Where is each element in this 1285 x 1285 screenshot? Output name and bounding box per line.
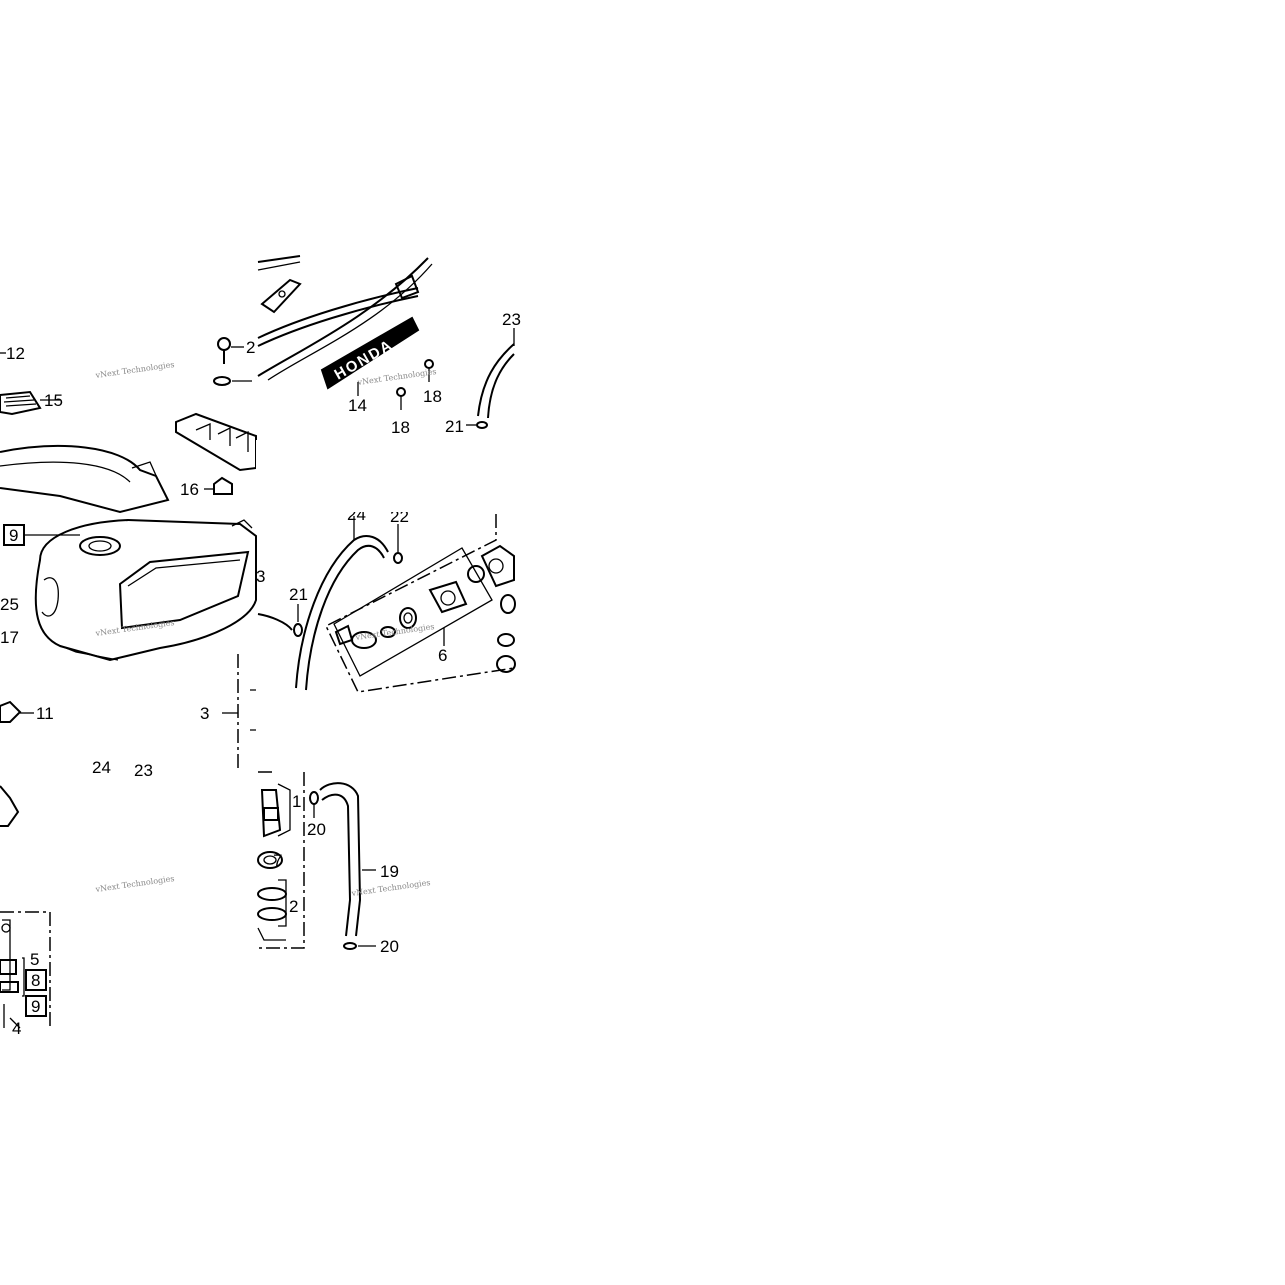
drain-hose-part (319, 782, 376, 937)
callout-2b: 2 (289, 897, 298, 916)
callout-9a: 9 (9, 526, 18, 545)
callout-14: 14 (348, 396, 367, 415)
breather-tube-part (477, 328, 515, 419)
tank-seam-strip-part (257, 257, 433, 381)
callout-3: 3 (200, 704, 209, 723)
callout-17: 17 (0, 628, 19, 647)
watermark-text: vNext Technologies (356, 367, 437, 387)
callout-box-9b (25, 995, 47, 1017)
callout-25: 25 (0, 595, 19, 614)
callout-8: 8 (31, 971, 40, 990)
callout-labels: 12 15 2 16 9 25 17 11 3 24 23 5 8 9 4 14… (0, 310, 521, 1038)
mount-bracket-part (175, 412, 257, 472)
hose-clip-part-c (309, 791, 319, 818)
callout-5: 5 (30, 950, 39, 969)
callout-20b: 20 (380, 937, 399, 956)
fuel-tank-rear-part (0, 445, 170, 514)
screw-part-a (424, 359, 434, 382)
callout-18b: 18 (391, 418, 410, 437)
callout-19: 19 (380, 862, 399, 881)
callout-24a: 24 (92, 758, 111, 777)
callout-11: 11 (36, 704, 54, 723)
valve-bracket-group (222, 654, 256, 770)
middle-right-panel (257, 514, 516, 693)
callout-6: 6 (438, 646, 447, 665)
fuel-tube-part (295, 516, 389, 691)
screw-part-b (396, 387, 406, 410)
callout-7: 7 (273, 851, 282, 870)
hose-clip-part-d (343, 942, 376, 950)
callout-1: 1 (292, 792, 301, 811)
panel-gaps (256, 440, 516, 770)
callout-2a: 2 (246, 338, 255, 357)
callout-box-8 (25, 969, 47, 991)
fuel-valve-exploded-part (325, 514, 516, 693)
washer-part (213, 376, 252, 386)
valve-inset-box (0, 911, 51, 1029)
callout-18a: 18 (423, 387, 442, 406)
callout-9b: 9 (31, 997, 40, 1016)
hose-clip-part (466, 421, 488, 429)
watermark-text: vNext Technologies (94, 874, 175, 894)
lower-bracket-fragment (0, 785, 20, 827)
callout-12: 12 (6, 344, 25, 363)
watermark-text: vNext Technologies (94, 618, 175, 638)
callout-4: 4 (12, 1019, 21, 1038)
callout-21a: 21 (445, 417, 464, 436)
callout-23a: 23 (134, 761, 153, 780)
watermark-text: vNext Technologies (350, 878, 431, 898)
bottom-right-panel (257, 771, 376, 950)
left-panel (0, 337, 257, 1029)
cushion-pad-part (0, 390, 60, 416)
fuel-tank-part (34, 518, 257, 662)
callout-21b: 21 (289, 585, 308, 604)
top-right-panel: HONDA (257, 255, 515, 429)
callout-16: 16 (180, 480, 199, 499)
callout-3b: 3 (256, 567, 265, 586)
callout-15: 15 (44, 391, 63, 410)
bolt-part (217, 337, 244, 364)
callout-23b: 23 (502, 310, 521, 329)
callout-20a: 20 (307, 820, 326, 839)
grommet-part (204, 476, 233, 495)
gasket-plate-part (260, 278, 302, 314)
tube-clip-part-b (293, 604, 303, 637)
valve-assembly-box (257, 771, 305, 949)
watermark-text: vNext Technologies (94, 360, 175, 380)
side-bracket-part (0, 700, 34, 723)
tube-clip-part-a (393, 524, 403, 564)
